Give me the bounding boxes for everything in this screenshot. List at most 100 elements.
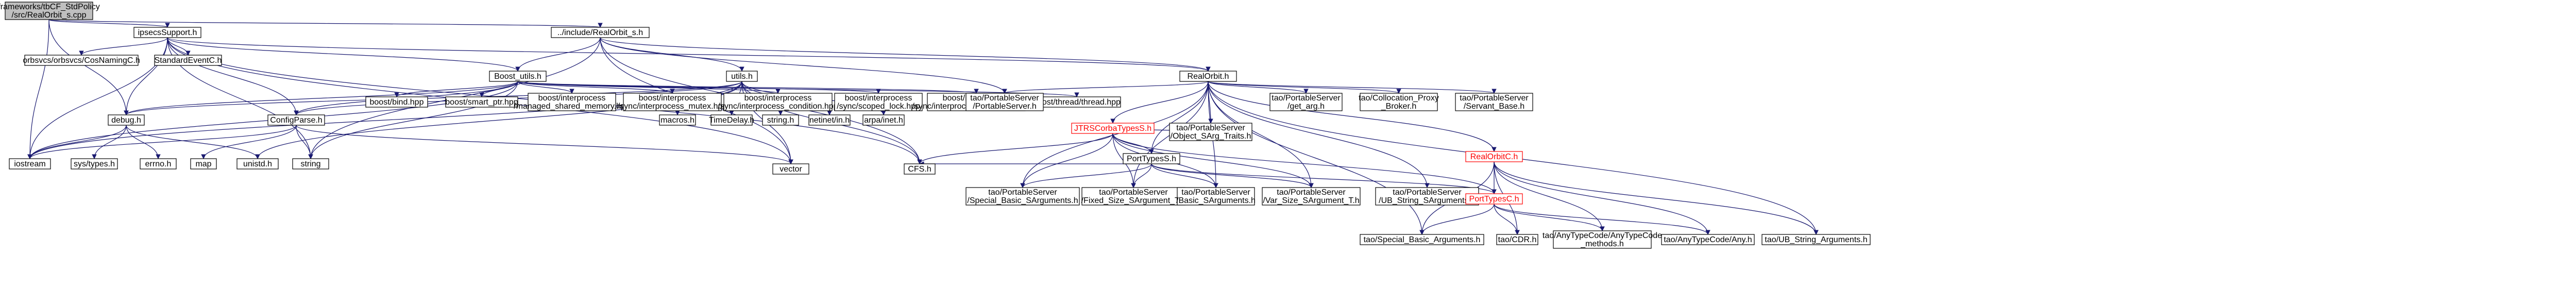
node-label: /Special_Basic_SArguments.h: [967, 196, 1078, 205]
edge-boost_utils-to-boost_shm: [517, 81, 574, 94]
node-porttypess[interactable]: PortTypesS.h: [1123, 153, 1180, 164]
node-tao-basic-s[interactable]: tao/PortableServer/Basic_SArguments.h: [1176, 187, 1256, 206]
node-tao-anytypecode-any[interactable]: tao/AnyTypeCode/Any.h: [1661, 234, 1755, 245]
node-box: [108, 114, 145, 126]
edges: [27, 19, 1819, 235]
node-label: /get_arg.h: [1287, 102, 1325, 111]
node-label: Boost_utils.h: [494, 72, 541, 81]
edge-realorbit_s2-to-tao_ub_s: [1208, 81, 1430, 188]
node-boost-bind[interactable]: boost/bind.hpp: [365, 96, 428, 108]
node-tao-anytypecode-traits[interactable]: tao/AnyTypeCode/AnyTypeCode_methods.h: [1543, 230, 1662, 249]
node-boost-utils[interactable]: Boost_utils.h: [489, 71, 547, 82]
node-box: [904, 163, 936, 175]
edge-utils-to-debug: [124, 81, 742, 115]
node-errno[interactable]: errno.h: [140, 158, 177, 170]
node-box: [834, 93, 923, 111]
node-box: [623, 93, 722, 111]
node-utils[interactable]: utils.h: [726, 71, 758, 82]
node-label: tao/CDR.h: [1498, 235, 1537, 244]
node-label: boost/smart_ptr.hpp: [445, 98, 518, 107]
edge-porttypess-to-tao_varsize: [1151, 163, 1314, 188]
node-boost-mutex[interactable]: boost/interprocess/sync/interprocess_mut…: [618, 93, 727, 111]
node-tao-varsize[interactable]: tao/PortableServer/Var_Size_SArgument_T.…: [1262, 187, 1361, 206]
node-tao-objectsarg[interactable]: tao/PortableServer/Object_SArg_Traits.h: [1169, 123, 1252, 141]
node-box: [726, 71, 758, 82]
edge-configparse-to-string: [296, 125, 313, 159]
edge-ipsecsupport-to-boost_utils: [167, 37, 520, 72]
node-box: [445, 96, 518, 108]
node-boost-shm[interactable]: boost/interprocess/managed_shared_memory…: [514, 93, 630, 111]
node-cfs[interactable]: CFS.h: [904, 163, 936, 175]
edge-realorbit_s2-to-realorbitc: [1208, 81, 1497, 152]
node-tao-special-basic[interactable]: tao/Special_Basic_Arguments.h: [1360, 234, 1484, 245]
node-arpainet[interactable]: arpa/inet.h: [862, 114, 905, 126]
node-label: tao/AnyTypeCode/AnyTypeCode: [1543, 231, 1662, 240]
edge-boost_utils-to-string: [308, 81, 518, 159]
node-tao-special-s[interactable]: tao/PortableServer/Special_Basic_SArgume…: [965, 187, 1080, 206]
node-label: arpa/inet.h: [864, 116, 903, 125]
node-tao-ub-string[interactable]: tao/UB_String_Arguments.h: [1761, 234, 1871, 245]
node-porttypesc[interactable]: PortTypesC.h: [1465, 193, 1523, 205]
edge-porttypess-to-tao_fixedsize: [1131, 163, 1152, 188]
node-label: tao/AnyTypeCode/Any.h: [1664, 235, 1752, 244]
node-label: /PortableServer.h: [973, 102, 1037, 111]
node-box: [292, 158, 329, 170]
node-box: [1455, 93, 1533, 111]
node-ipsecsupport[interactable]: ipsecsSupport.h: [133, 27, 201, 38]
node-label: _methods.h: [1580, 240, 1624, 248]
node-include-realorbit[interactable]: ../include/RealOrbit_s.h: [551, 27, 650, 38]
node-orbsvcs-cosnaming[interactable]: orbsvcs/orbsvcs/CosNamingC.h: [23, 55, 140, 66]
node-label: errno.h: [145, 160, 172, 168]
node-box: [1360, 234, 1484, 245]
node-unistd[interactable]: unistd.h: [236, 158, 279, 170]
node-netinet[interactable]: netinet/in.h: [808, 114, 851, 126]
node-standardeventc[interactable]: StandardEventC.h: [154, 55, 222, 66]
node-label: boost/thread/thread.hpp: [1033, 98, 1121, 107]
node-tao-collocation[interactable]: tao/Collocation_Proxy_Broker.h: [1359, 93, 1439, 111]
node-box: [762, 114, 799, 126]
node-stringh[interactable]: string.h: [762, 114, 799, 126]
node-jtrs[interactable]: JTRSCorbaTypesS.h: [1071, 123, 1155, 134]
node-tao-portableserver[interactable]: tao/PortableServer/PortableServer.h: [965, 93, 1044, 111]
node-box: [190, 158, 217, 170]
node-tao-fixedsize[interactable]: tao/PortableServer/Fixed_Size_SArgument_…: [1081, 187, 1186, 206]
node-realorbitc[interactable]: RealOrbitC.h: [1465, 151, 1523, 162]
node-macros[interactable]: macros.h: [659, 114, 696, 126]
node-box: [140, 158, 177, 170]
node-string[interactable]: string: [292, 158, 329, 170]
node-realorbit-s2[interactable]: RealOrbit.h: [1179, 71, 1237, 82]
node-debug[interactable]: debug.h: [108, 114, 145, 126]
nodes: frameworks/tbCF_StdPolicy/src/RealOrbit_…: [0, 2, 1871, 249]
node-boost-cond[interactable]: boost/interprocess/sync/interprocess_con…: [718, 93, 838, 111]
edge-jtrs-to-porttypesc: [1112, 133, 1497, 194]
node-configparse[interactable]: ConfigParse.h: [267, 114, 325, 126]
node-boost-scoped[interactable]: boost/interprocess/sync/scoped_lock.hpp: [834, 93, 923, 111]
node-box: [1496, 234, 1538, 245]
node-box: [154, 55, 222, 66]
node-vector[interactable]: vector: [772, 163, 809, 175]
node-root[interactable]: frameworks/tbCF_StdPolicy/src/RealOrbit_…: [0, 2, 100, 20]
node-label: /src/RealOrbit_s.cpp: [12, 11, 87, 20]
node-box: [1465, 193, 1523, 205]
node-map[interactable]: map: [190, 158, 217, 170]
node-box: [659, 114, 696, 126]
edge-boost_utils-to-boost_mutex: [517, 81, 675, 94]
edge-boost_utils-to-boost_scoped: [517, 81, 881, 94]
node-label: RealOrbitC.h: [1470, 153, 1518, 161]
node-box: [965, 93, 1044, 111]
edge-porttypesc-to-tao_cdr: [1494, 204, 1520, 235]
node-tao-cdr[interactable]: tao/CDR.h: [1496, 234, 1538, 245]
node-tao-getarg[interactable]: tao/PortableServer/get_arg.h: [1269, 93, 1343, 111]
edge-include_realorbit-to-realorbit_s2: [600, 37, 1211, 72]
node-boost-smartptr[interactable]: boost/smart_ptr.hpp: [445, 96, 518, 108]
edge-include_realorbit-to-tao_portableserver: [600, 37, 1007, 94]
node-timedelay[interactable]: TimeDelay.h: [709, 114, 754, 126]
edge-jtrs-to-tao_special_s: [1020, 133, 1113, 188]
node-box: [133, 27, 201, 38]
node-systypes[interactable]: sys/types.h: [71, 158, 118, 170]
node-tao-servantbase[interactable]: tao/PortableServer/Servant_Base.h: [1455, 93, 1533, 111]
node-iostream[interactable]: iostream: [9, 158, 51, 170]
node-boost-thread[interactable]: boost/thread/thread.hpp: [1032, 96, 1121, 108]
node-tao-ub-s[interactable]: tao/PortableServer/UB_String_SArguments.…: [1375, 187, 1479, 206]
node-box: [1071, 123, 1155, 134]
